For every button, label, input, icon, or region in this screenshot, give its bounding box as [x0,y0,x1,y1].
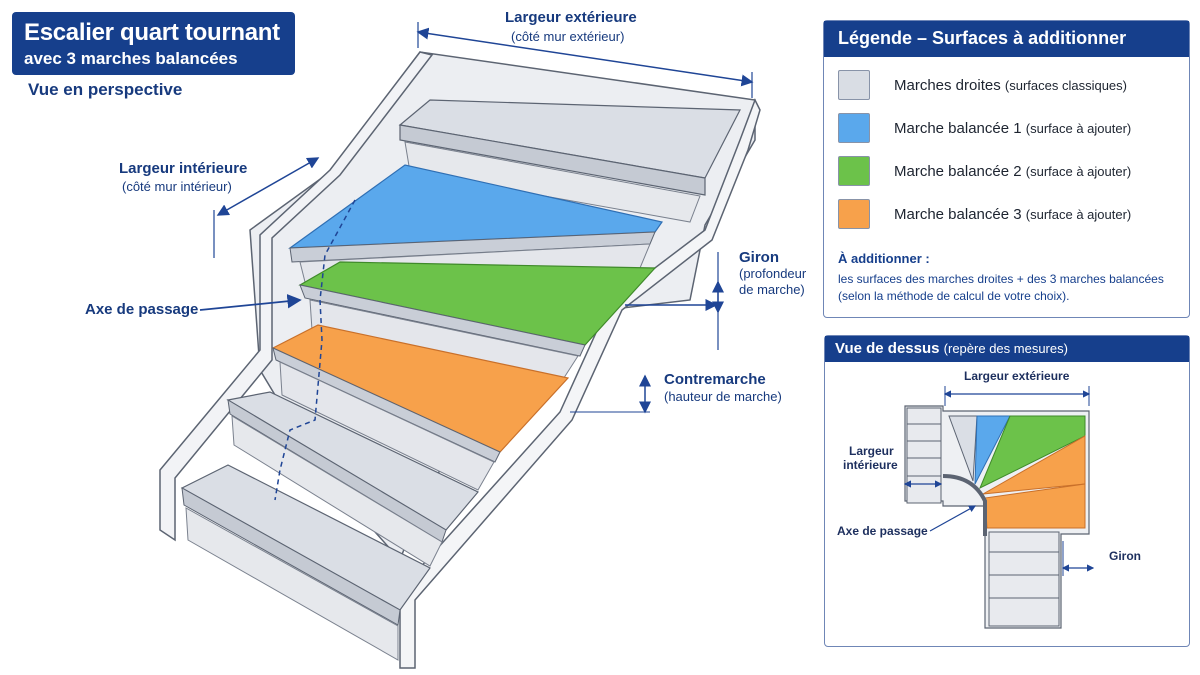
winder-step-1 [288,164,664,283]
view-subtitle: Vue en perspective [28,80,183,99]
top-view-lower-steps [988,531,1060,627]
legend-item-detail: (surface à ajouter) [1025,120,1132,136]
legend-note-line-2: (selon la méthode de calcul de votre cho… [838,289,1070,303]
legend-item-detail: (surfaces classiques) [1004,77,1127,93]
top-view-largeur-interieure-1: Largeur [849,444,894,458]
top-view-largeur-interieure-2: intérieure [843,458,898,472]
swatch-winder-2 [838,156,870,186]
largeur-interieure-label: Largeur intérieure [119,160,248,177]
top-view-title: Vue de dessus [835,340,940,357]
giron-label: Giron [739,249,779,266]
top-view-upper-steps [906,407,942,504]
title-box: Escalier quart tournant avec 3 marches b… [12,12,295,75]
legend-item-winder-1: Marche balancée 1 (surface à ajouter) [838,112,1131,144]
largeur-exterieure-label: Largeur extérieure [505,9,637,26]
largeur-interieure-sub: (côté mur intérieur) [122,179,232,194]
staircase-perspective-drawing [159,22,761,669]
largeur-exterieure-sub: (côté mur extérieur) [511,29,625,44]
legend-item-winder-2: Marche balancée 2 (surface à ajouter) [838,155,1131,187]
giron-sub-1: (profondeur [739,266,807,281]
top-view-header: Vue de dessus (repère des mesures) [825,336,1189,362]
legend-title: Légende – Surfaces à additionner [824,21,1189,57]
contremarche-label: Contremarche [664,371,766,388]
axe-de-passage-label: Axe de passage [85,301,199,318]
swatch-winder-3 [838,199,870,229]
winder-step-2 [298,261,657,385]
legend-item-straight: Marches droites (surfaces classiques) [838,69,1127,101]
legend-item-winder-3: Marche balancée 3 (surface à ajouter) [838,198,1131,230]
swatch-straight [838,70,870,100]
top-view-giron: Giron [1109,549,1141,563]
legend-item-label: Marche balancée 1 [894,119,1022,137]
top-view-title-detail: (repère des mesures) [943,341,1068,356]
top-view-plan [903,386,1095,629]
winder-step-3 [271,324,570,491]
top-view-largeur-exterieure: Largeur extérieure [964,369,1070,383]
largeur-interieure-dimension [216,157,320,216]
contremarche-sub: (hauteur de marche) [664,389,782,404]
largeur-exterieure-dimension [416,27,754,87]
legend-item-label: Marche balancée 3 [894,205,1022,223]
step-straight-top [398,99,741,223]
top-view-panel: Vue de dessus (repère des mesures) [824,335,1190,647]
axe-pointer [199,294,302,311]
axe-de-passage-line [274,199,356,501]
left-stringer-wall [159,51,434,542]
title-line-2: avec 3 marches balancées [24,49,238,68]
legend-note-line-1: les surfaces des marches droites + des 3… [838,272,1164,286]
step-straight-lower-2 [180,464,431,661]
legend-item-detail: (surface à ajouter) [1025,163,1132,179]
title-line-1: Escalier quart tournant [24,19,280,46]
legend-panel: Légende – Surfaces à additionner Marches… [823,20,1190,318]
legend-item-label: Marche balancée 2 [894,162,1022,180]
legend-item-detail: (surface à ajouter) [1025,206,1132,222]
legend-note-title: À additionner : [838,251,930,266]
swatch-winder-1 [838,113,870,143]
top-view-axe-de-passage: Axe de passage [837,524,928,538]
giron-sub-2: de marche) [739,282,805,297]
legend-item-label: Marches droites [894,76,1001,94]
